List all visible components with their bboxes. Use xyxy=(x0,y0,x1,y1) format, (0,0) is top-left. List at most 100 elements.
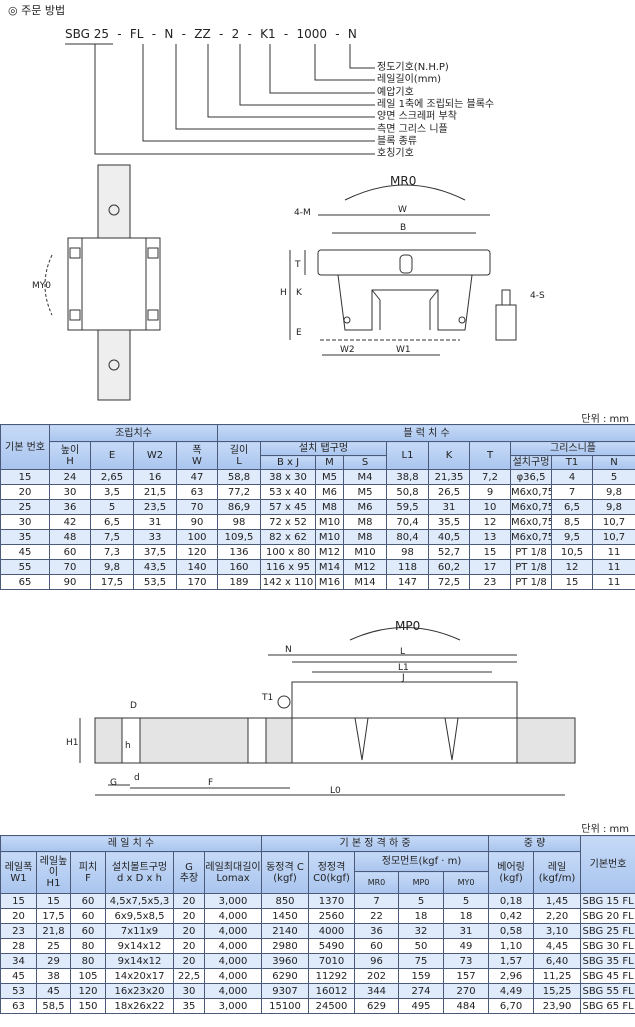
table-cell: 202 xyxy=(354,968,399,984)
j-label: J xyxy=(401,673,405,683)
w1-label: W1 xyxy=(396,345,411,355)
table-cell: 120 xyxy=(176,544,218,560)
unit-label-1: 단위 : mm xyxy=(581,414,629,425)
table-cell: 20 xyxy=(173,953,205,969)
table-cell: 116 x 95 xyxy=(260,559,316,575)
table-cell: 5 xyxy=(398,893,444,909)
table-cell: 270 xyxy=(442,983,490,999)
table-cell: PT 1/8 xyxy=(510,574,552,590)
table-cell: 5 xyxy=(90,499,134,515)
my0-label: MY0 xyxy=(32,281,51,291)
table-cell: 10 xyxy=(469,499,511,515)
table-cell: 136 xyxy=(217,544,261,560)
table-cell: 36 xyxy=(354,923,399,939)
table-cell: 90 xyxy=(49,574,91,590)
rail-dimension-diagram: MP0 N L L1 J T1 D h H1 d G F L0 xyxy=(66,619,576,796)
header-railw: 레일 (kgf/m) xyxy=(533,851,582,894)
table-cell: PT 1/8 xyxy=(510,544,552,560)
code-separator: - xyxy=(151,27,157,41)
table-cell: M10 xyxy=(315,514,344,530)
table-cell: 43,5 xyxy=(133,559,177,575)
table-cell: 45 xyxy=(0,544,50,560)
table-cell: 60 xyxy=(70,923,106,939)
table-cell: 72,5 xyxy=(428,574,470,590)
table-cell: 17 xyxy=(469,559,511,575)
table-cell: 15 xyxy=(469,544,511,560)
table-cell: 50,8 xyxy=(386,484,429,500)
4m-label: 4-M xyxy=(294,208,311,218)
table-cell: 1370 xyxy=(308,893,355,909)
table-cell: 120 xyxy=(70,983,106,999)
table-cell: 9307 xyxy=(261,983,309,999)
table-cell: PT 1/8 xyxy=(510,559,552,575)
table-cell: M8 xyxy=(343,514,387,530)
t-label: T xyxy=(294,260,301,270)
table-cell: SBG 20 FL xyxy=(580,908,635,924)
table-cell: 150 xyxy=(70,998,106,1014)
table-cell: M14 xyxy=(315,559,344,575)
table-cell: 57 x 45 xyxy=(260,499,316,515)
table-cell: 12 xyxy=(469,514,511,530)
order-code-label: 레일길이(mm) xyxy=(377,74,442,86)
table-cell: 6,70 xyxy=(488,998,535,1014)
header-k: K xyxy=(428,441,470,470)
table-cell: M6x0,75 xyxy=(510,529,552,545)
header-install-tap: 설치 탭구멍 xyxy=(260,441,387,456)
header-l: 길이 L xyxy=(217,441,261,470)
table-cell: M5 xyxy=(315,469,344,485)
table-cell: 90 xyxy=(176,514,218,530)
table-cell: M16 xyxy=(315,574,344,590)
block-dimension-diagram: MY0 MR0 W B 4-M T H K E W2 W1 4-S xyxy=(32,164,545,401)
code-part: K1 xyxy=(260,27,276,41)
table-cell: 58,8 xyxy=(217,469,261,485)
table-cell: M6 xyxy=(343,499,387,515)
table-cell: 6,5 xyxy=(90,514,134,530)
table-cell: 4,000 xyxy=(204,953,262,969)
table-cell: 16 xyxy=(133,469,177,485)
4s-label: 4-S xyxy=(530,291,545,301)
table-cell: 147 xyxy=(386,574,429,590)
order-code-label: 블록 종류 xyxy=(377,135,417,147)
table-cell: 7,5 xyxy=(90,529,134,545)
table-cell: 4,5x7,5x5,3 xyxy=(105,893,174,909)
header-lmax: 레일최대길이 Lomax xyxy=(204,851,262,894)
header-w: 폭 W xyxy=(176,441,218,470)
table-cell: 70,4 xyxy=(386,514,429,530)
d-small-label: d xyxy=(134,773,140,783)
code-part: FL xyxy=(129,27,144,41)
table-cell: 23,5 xyxy=(133,499,177,515)
table-cell: 5 xyxy=(442,893,490,909)
l0-label: L0 xyxy=(330,786,341,796)
header-hole: 설치구멍 xyxy=(510,455,552,470)
table-cell: 7010 xyxy=(308,953,355,969)
table-cell: 0,58 xyxy=(488,923,535,939)
table-cell: 2980 xyxy=(261,938,309,954)
table-cell: 29 xyxy=(36,953,71,969)
table-cell: SBG 35 FL xyxy=(580,953,635,969)
table-cell: SBG 25 FL xyxy=(580,923,635,939)
table-cell: 2,96 xyxy=(488,968,535,984)
table-cell: 80,4 xyxy=(386,529,429,545)
code-separator: - xyxy=(335,27,340,41)
table-cell: 58,5 xyxy=(36,998,71,1014)
table-cell: M8 xyxy=(343,529,387,545)
table-cell: 4,000 xyxy=(204,923,262,939)
table-cell: 9,5 xyxy=(551,529,593,545)
table-cell: 4,49 xyxy=(488,983,535,999)
table-cell: 38,8 xyxy=(386,469,429,485)
table-cell: 70 xyxy=(49,559,91,575)
header-moment: 정모먼트(kgf · m) xyxy=(353,851,490,872)
table-cell: 75 xyxy=(398,953,444,969)
table-cell: 11 xyxy=(592,544,635,560)
table-cell: 11 xyxy=(592,574,635,590)
table-cell: 77,2 xyxy=(217,484,261,500)
table-cell: 23,90 xyxy=(533,998,582,1014)
table-cell: 16012 xyxy=(308,983,355,999)
order-code-label: 양면 스크레퍼 부착 xyxy=(377,111,457,123)
table-cell: 105 xyxy=(70,968,106,984)
